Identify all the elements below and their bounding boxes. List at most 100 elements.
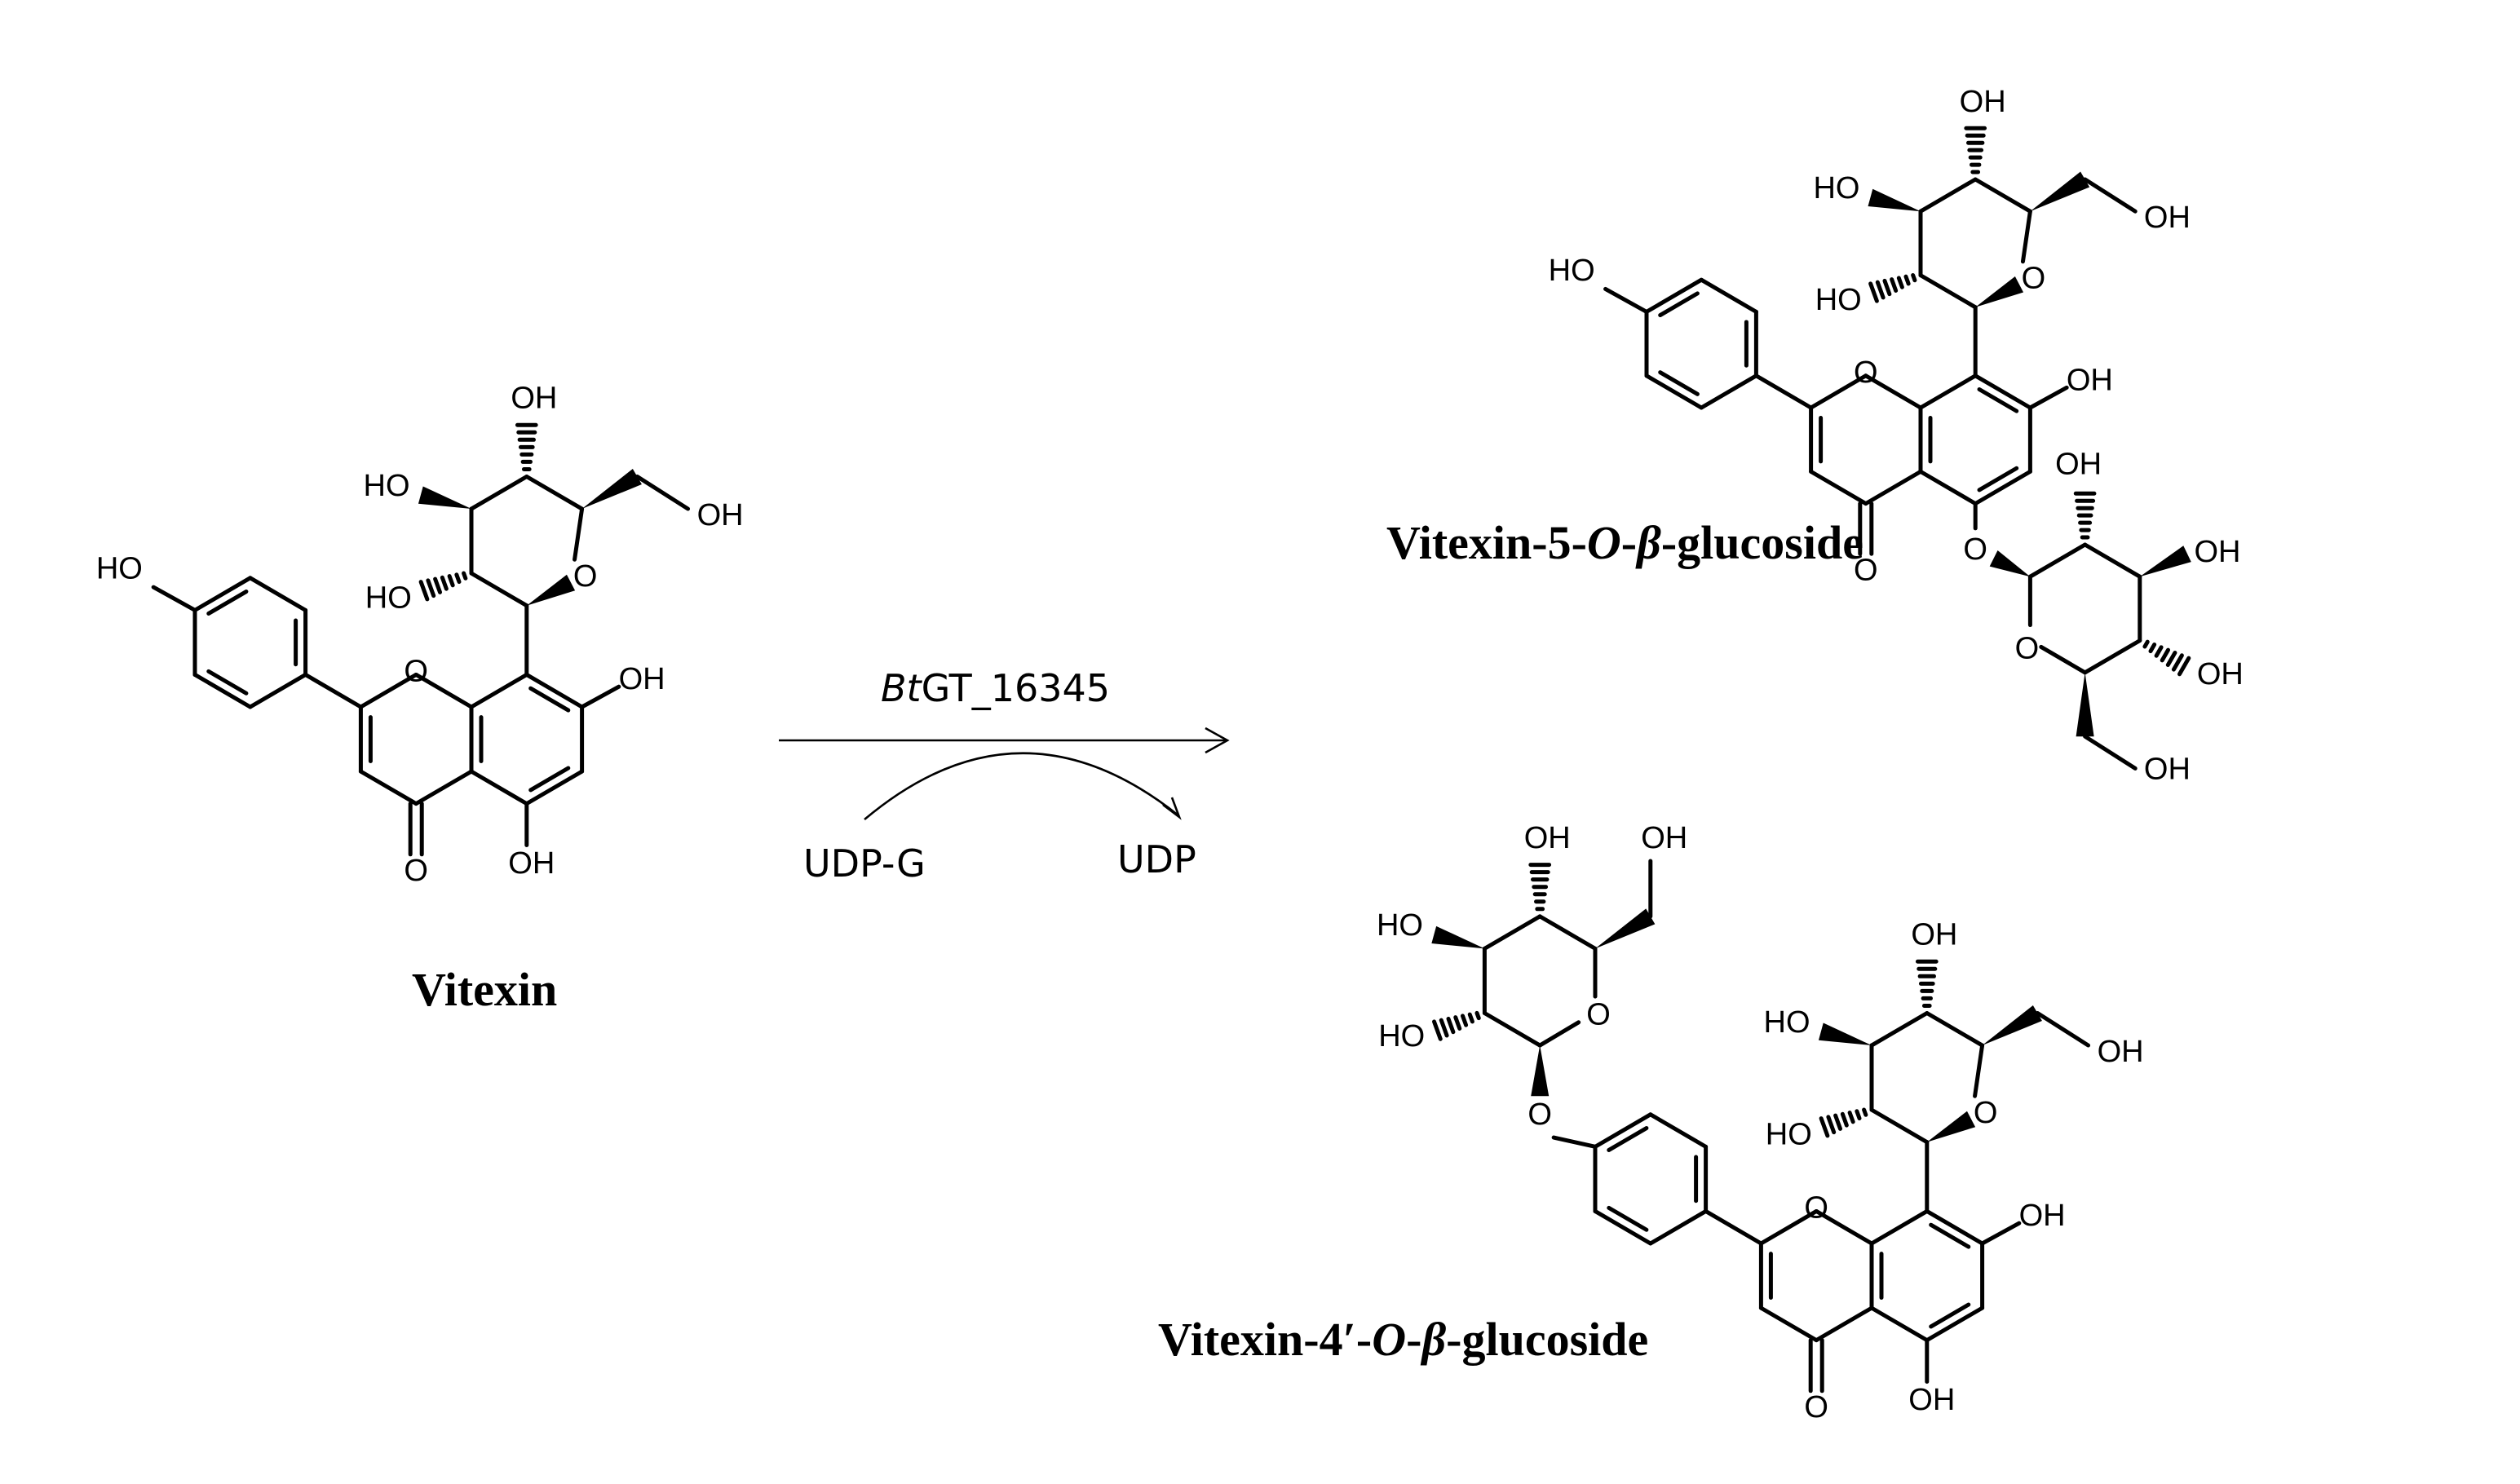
- hashed-bond: [426, 578, 436, 598]
- wedge-bond: [1818, 1022, 1872, 1046]
- hydroxyl-5-label: OH: [508, 846, 555, 881]
- wedge-bond: [1595, 908, 1656, 949]
- single-bond: [1973, 1043, 1985, 1098]
- glucose-ring-oxygen-label: O: [2022, 262, 2046, 296]
- single-bond: [1482, 914, 1542, 951]
- single-bond: [524, 769, 585, 806]
- single-bond: [1704, 1208, 1763, 1246]
- double-bond: [1607, 1205, 1649, 1232]
- single-bond: [2027, 385, 2069, 410]
- single-bond: [1758, 1305, 1819, 1343]
- wedge-bond: [1975, 276, 2024, 307]
- hashed-bond: [1903, 274, 1911, 286]
- single-bond: [634, 475, 691, 511]
- single-bond: [1863, 373, 1923, 410]
- glucose-hydroxyl-3-label: HO: [1813, 171, 1859, 205]
- single-bond: [1699, 373, 1758, 410]
- single-bond: [151, 585, 197, 612]
- wedge-bond: [2030, 171, 2090, 212]
- double-bond: [1658, 291, 1700, 318]
- hashed-bond: [1833, 1113, 1843, 1131]
- hashed-bond: [2177, 656, 2191, 677]
- single-bond: [1603, 286, 1649, 314]
- single-bond: [413, 672, 474, 709]
- double-bond: [528, 766, 571, 793]
- hashed-bond: [2171, 653, 2184, 672]
- single-bond: [2083, 542, 2142, 579]
- hashed-bond: [1467, 1012, 1474, 1024]
- double-bond: [1929, 1302, 1971, 1329]
- single-bond: [1809, 373, 1868, 410]
- hashed-bond: [1911, 272, 1917, 283]
- hydroxyl-5-label: OH: [1908, 1383, 1955, 1417]
- single-bond: [1758, 1208, 1819, 1246]
- single-bond: [248, 576, 308, 612]
- single-bond: [1869, 1011, 1930, 1048]
- glucose-hydroxyl-4-label: OH: [511, 381, 557, 415]
- glucose2-hydroxyl-3-label: OH: [2195, 535, 2241, 569]
- glucose2-hydroxyl-6-label: OH: [2144, 753, 2191, 787]
- glucose3-hydroxyl-3-label: HO: [1377, 908, 1423, 943]
- single-bond: [2039, 644, 2088, 675]
- wedge-bond: [1982, 1005, 2042, 1046]
- single-bond: [1593, 1112, 1653, 1149]
- hashed-bond: [1826, 1115, 1837, 1135]
- cofactor-curved-arrow-head: [1162, 797, 1182, 820]
- hashed-bond: [1439, 1018, 1449, 1038]
- hashed-bond: [1453, 1015, 1462, 1031]
- single-bond: [469, 475, 529, 511]
- glucosidic-oxygen-4prime-label: O: [1527, 1098, 1552, 1132]
- hashed-bond: [433, 576, 443, 594]
- glucose-hydroxyl-6-label: OH: [2098, 1035, 2144, 1069]
- hashed-bond: [1432, 1019, 1443, 1041]
- hashed-bond: [454, 572, 462, 585]
- single-bond: [2027, 542, 2088, 579]
- single-bond: [469, 769, 529, 806]
- single-bond: [2035, 1011, 2091, 1048]
- hashed-bond: [1840, 1111, 1849, 1128]
- hashed-bond: [440, 575, 449, 591]
- single-bond: [1648, 1208, 1709, 1246]
- wedge-bond: [1531, 1045, 1550, 1097]
- single-bond: [413, 769, 474, 806]
- single-bond: [1814, 1305, 1874, 1343]
- double-bond: [1929, 1222, 1971, 1249]
- glucose2-ring-oxygen-label: O: [2015, 632, 2040, 666]
- wedge-bond: [2076, 672, 2094, 737]
- single-bond: [1869, 1107, 1930, 1145]
- byproduct-label: UDP: [1117, 837, 1196, 881]
- single-bond: [192, 672, 253, 709]
- glucose-ring-oxygen-label: O: [1974, 1096, 1998, 1130]
- single-bond: [248, 672, 308, 709]
- hashed-bond: [1474, 1010, 1481, 1021]
- single-bond: [1809, 469, 1868, 506]
- single-bond: [524, 672, 585, 709]
- double-bond: [1607, 1126, 1649, 1152]
- glucose2-hydroxyl-2-label: OH: [2055, 447, 2102, 481]
- single-bond: [1918, 273, 1978, 310]
- glucose3-ring-oxygen-label: O: [1586, 998, 1611, 1032]
- single-bond: [1644, 373, 1704, 410]
- single-bond: [2020, 209, 2032, 264]
- hashed-bond: [2165, 650, 2177, 668]
- glucose-hydroxyl-2-label: HO: [1766, 1118, 1812, 1152]
- hydroxyl-7-label: OH: [2019, 1199, 2066, 1233]
- single-bond: [1918, 177, 1978, 214]
- hashed-bond: [1862, 1107, 1868, 1117]
- single-bond: [1925, 1011, 1985, 1048]
- single-bond: [1814, 1208, 1874, 1246]
- hashed-bond: [462, 571, 468, 581]
- glucose-hydroxyl-2-label: HO: [365, 581, 412, 616]
- single-bond: [1537, 1020, 1581, 1048]
- compound-name-vitexin-5-glucoside: Vitexin-5-O-β-glucoside: [1386, 516, 1863, 569]
- single-bond: [1863, 469, 1923, 506]
- single-bond: [1753, 373, 1814, 410]
- hashed-bond: [1868, 281, 1879, 303]
- wedge-bond: [1926, 1111, 1976, 1142]
- glucose2-hydroxyl-4-label: OH: [2197, 657, 2244, 691]
- hashed-bond: [1875, 280, 1886, 300]
- compound-name-vitexin: Vitexin: [412, 963, 557, 1016]
- compound-name-vitexin-4-glucoside: Vitexin-4′-O-β-glucoside: [1158, 1313, 1648, 1366]
